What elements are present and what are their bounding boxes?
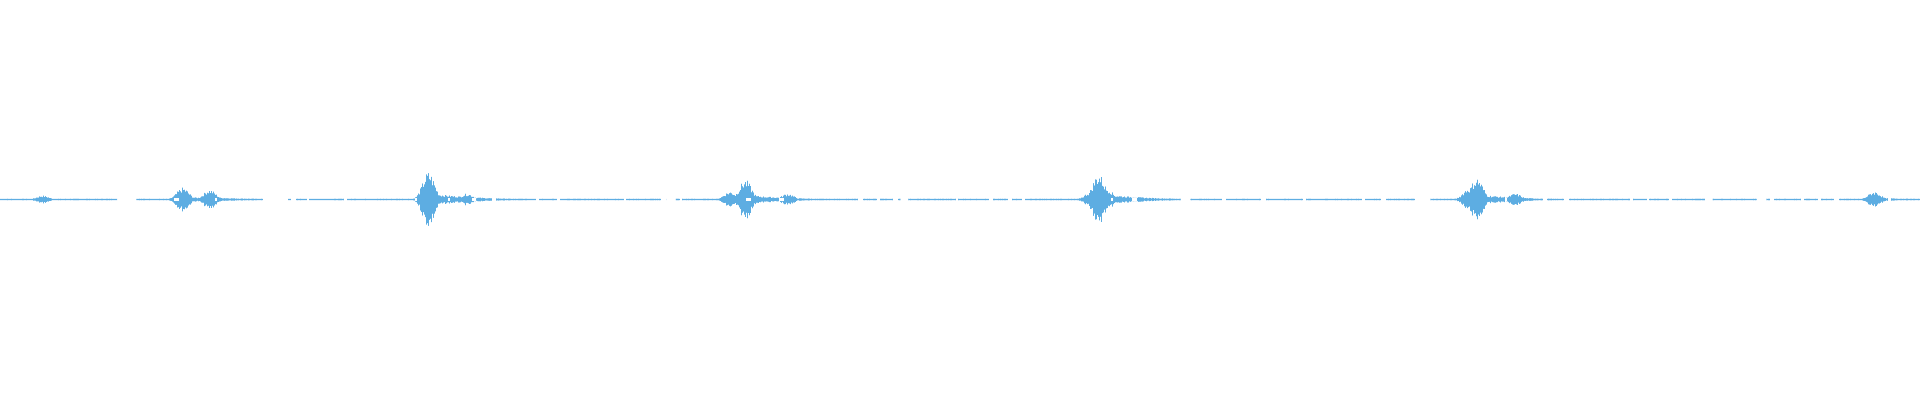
waveform-quiet-break — [989, 198, 993, 201]
waveform-quiet-break — [877, 198, 880, 201]
waveform-quiet-break — [215, 198, 217, 201]
waveform-silent-gap — [1705, 197, 1713, 202]
waveform-quiet-break — [344, 198, 347, 201]
waveform-quiet-break — [1834, 198, 1839, 201]
waveform-quiet-break — [680, 198, 682, 201]
waveform-quiet-break — [1505, 198, 1507, 201]
waveform-quiet-break — [1362, 198, 1365, 201]
waveform-quiet-break — [858, 198, 863, 201]
waveform-quiet-break — [1888, 198, 1891, 201]
waveform-quiet-break — [1543, 198, 1547, 201]
waveform-quiet-break — [415, 198, 417, 201]
waveform-quiet-break — [557, 198, 560, 201]
waveform-quiet-break — [746, 198, 751, 201]
waveform-quiet-break — [1022, 198, 1025, 201]
waveform-silent-gap — [1180, 197, 1191, 202]
waveform-quiet-break — [291, 198, 296, 201]
waveform-silent-gaps — [117, 197, 1891, 202]
waveform-quiet-break — [1111, 198, 1113, 201]
waveform-quiet-break — [1801, 198, 1804, 201]
waveform-quiet-break — [536, 198, 539, 201]
waveform-quiet-break — [492, 198, 496, 201]
waveform-quiet-break — [1132, 198, 1137, 201]
waveform-quiet-break — [661, 198, 666, 201]
waveform-quiet-break — [893, 198, 898, 201]
waveform-quiet-break — [1630, 198, 1633, 201]
waveform-silent-gap — [1415, 197, 1431, 202]
waveform-quiet-break — [1222, 198, 1226, 201]
waveform-quiet-break — [1261, 198, 1266, 201]
waveform-quiet-break — [624, 198, 626, 201]
waveform-silent-gap — [900, 197, 909, 202]
waveform-quiet-break — [1770, 198, 1774, 201]
waveform-quiet-break — [1647, 198, 1649, 201]
waveform-quiet-break — [1381, 198, 1386, 201]
waveform-quiet-break — [1303, 198, 1306, 201]
waveform-silent-gap — [117, 197, 137, 202]
waveform-silent-gap — [263, 197, 288, 202]
waveform-quiet-break — [1669, 198, 1672, 201]
waveform-quiet-break — [174, 198, 179, 201]
waveform-silent-gap — [666, 197, 676, 202]
waveform-quiet-break — [1008, 198, 1012, 201]
waveform-quiet-break — [448, 198, 450, 201]
waveform-quiet-break — [472, 198, 476, 201]
waveform-quiet-break — [956, 198, 958, 201]
waveform-quiet-break — [307, 198, 309, 201]
waveform-quiet-break — [779, 198, 784, 201]
waveform-quiet-break — [1818, 198, 1821, 201]
waveform-silent-gap — [1756, 197, 1767, 202]
waveform-quiet-break — [1564, 198, 1569, 201]
